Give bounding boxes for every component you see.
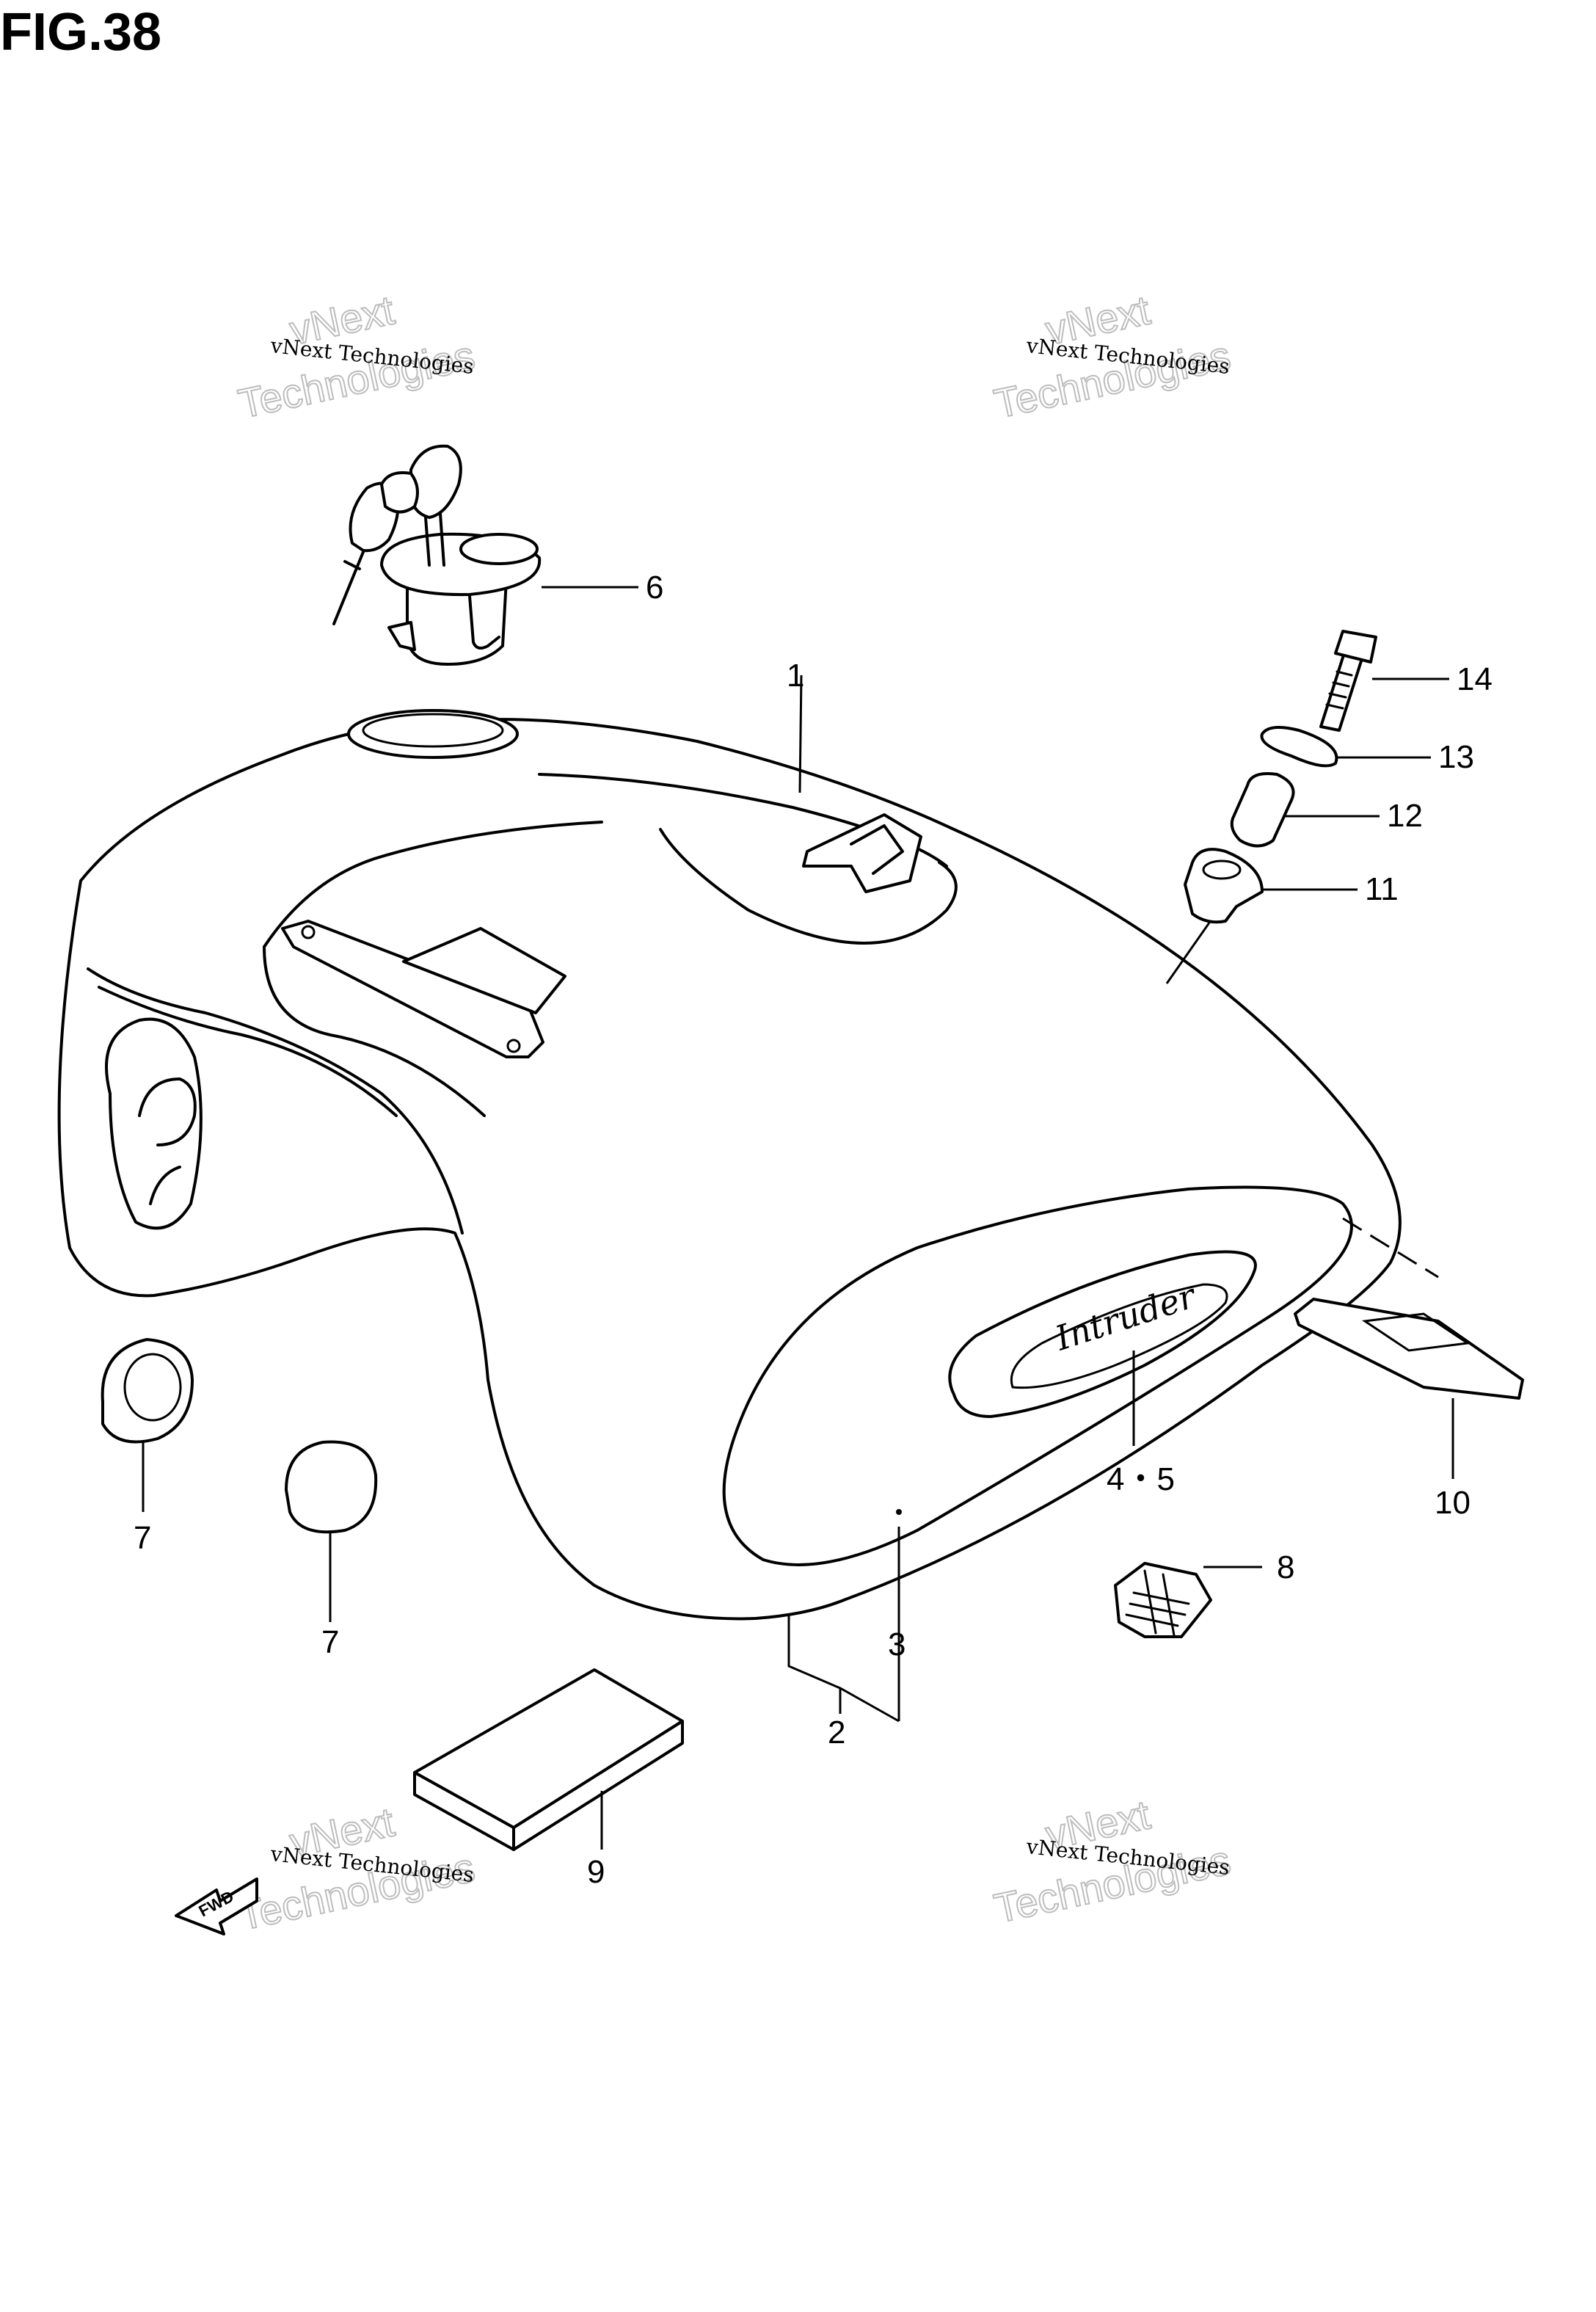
callout-10: 10: [1435, 1485, 1471, 1521]
fuel-cap-with-keys: [332, 444, 638, 666]
callout-12: 12: [1387, 798, 1423, 834]
cap-7b: [285, 1440, 378, 1622]
callout-13: 13: [1438, 739, 1474, 775]
clip: [1114, 1562, 1262, 1638]
collar: [1230, 772, 1380, 848]
fuel-tank: Intruder: [57, 675, 1402, 1621]
figure-title: FIG.38: [0, 3, 161, 62]
plate: [413, 1668, 684, 1851]
callout-2: 2: [828, 1715, 845, 1751]
callout-6: 6: [646, 570, 663, 606]
callout-4-5: 4・5: [1107, 1461, 1175, 1497]
callout-1: 1: [787, 658, 804, 694]
watermark-bottom-left: Technologies vNext vNext Technologies: [233, 1797, 479, 1939]
rear-pad: [1294, 1217, 1524, 1479]
grommet: [1184, 848, 1358, 924]
leader-2-3: [787, 1351, 1135, 1723]
callout-8: 8: [1277, 1549, 1294, 1585]
bolt: [1319, 630, 1449, 732]
watermark-top-left: Technologies vNext vNext Technologies: [233, 286, 479, 427]
reference-point: [896, 1509, 902, 1515]
callout-14: 14: [1457, 661, 1493, 697]
callout-11: 11: [1365, 871, 1399, 907]
washer: [1260, 726, 1431, 768]
callout-7b: 7: [321, 1624, 339, 1660]
callout-3: 3: [888, 1626, 906, 1662]
callout-9: 9: [587, 1854, 605, 1890]
watermark-bottom-right: Technologies vNext vNext Technologies: [989, 1790, 1235, 1932]
cap-7a: [101, 1338, 194, 1512]
callout-7a: 7: [134, 1520, 151, 1556]
watermark-top-right: Technologies vNext vNext Technologies: [989, 286, 1235, 427]
